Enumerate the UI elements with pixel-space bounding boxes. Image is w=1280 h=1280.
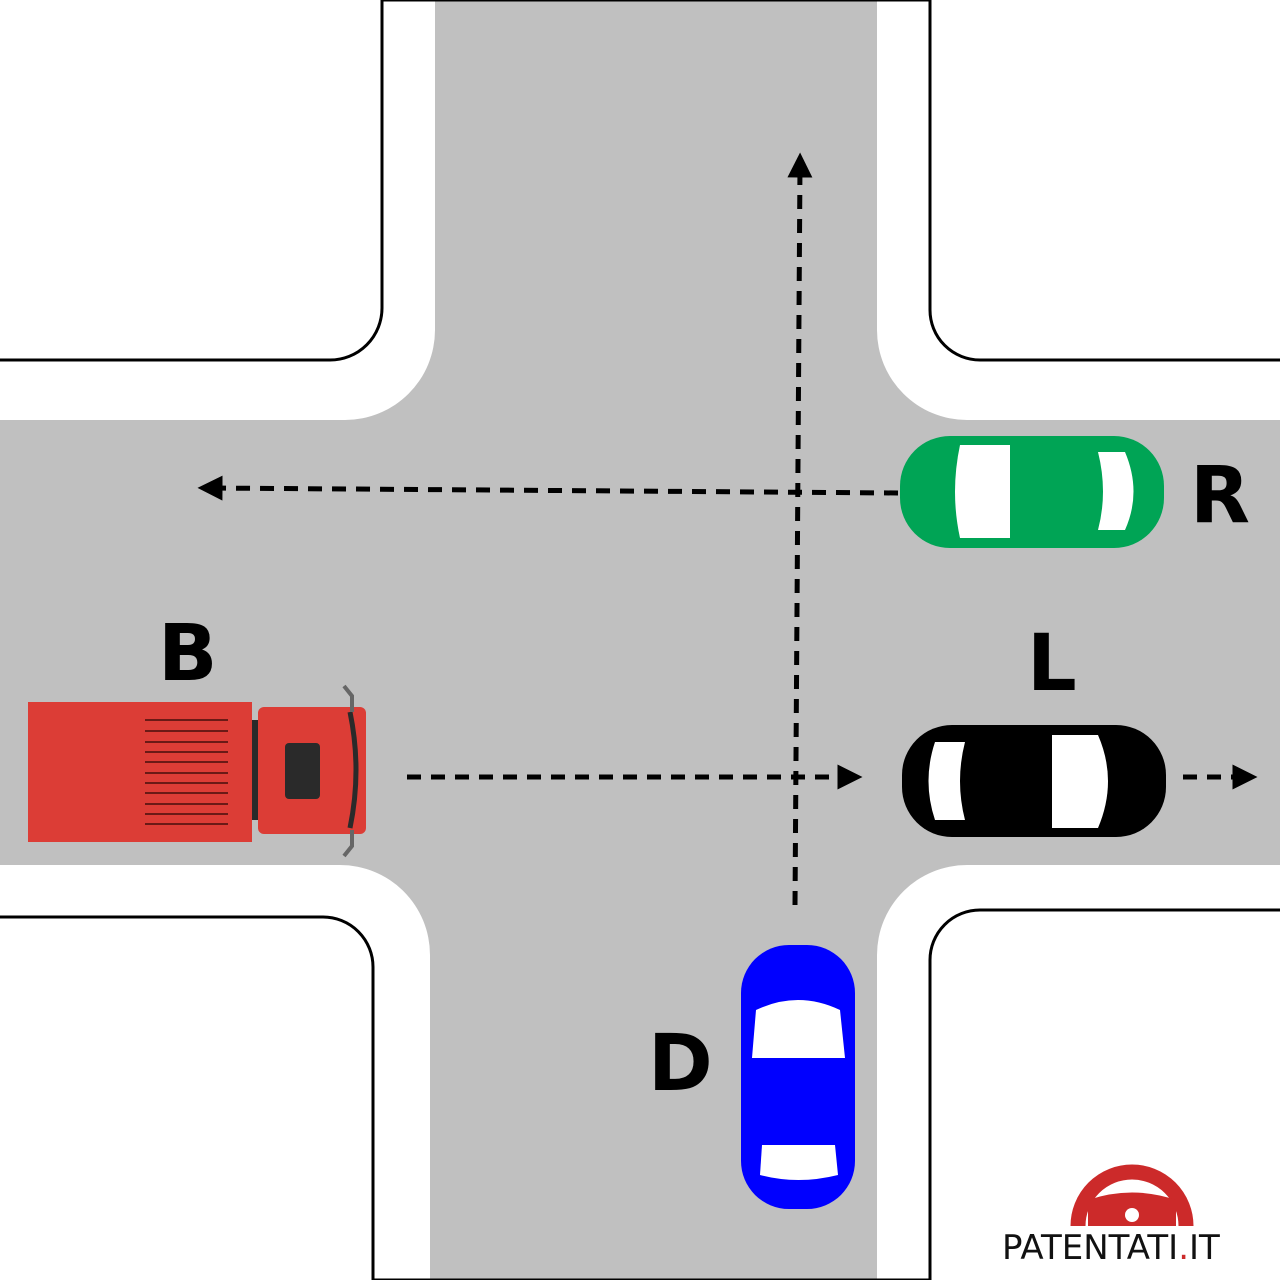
label-l: L (1027, 619, 1077, 709)
svg-text:PATENTATI.IT: PATENTATI.IT (1002, 1228, 1220, 1268)
label-b: B (158, 609, 217, 699)
logo-tld: IT (1189, 1228, 1220, 1268)
car-l (902, 725, 1166, 837)
logo-dot: . (1178, 1228, 1189, 1268)
truck-b (28, 686, 366, 856)
car-d (741, 945, 855, 1209)
label-d: D (648, 1019, 713, 1109)
label-r: R (1190, 451, 1250, 541)
logo-text: PATENTATI (1002, 1228, 1178, 1268)
car-r (900, 436, 1164, 548)
